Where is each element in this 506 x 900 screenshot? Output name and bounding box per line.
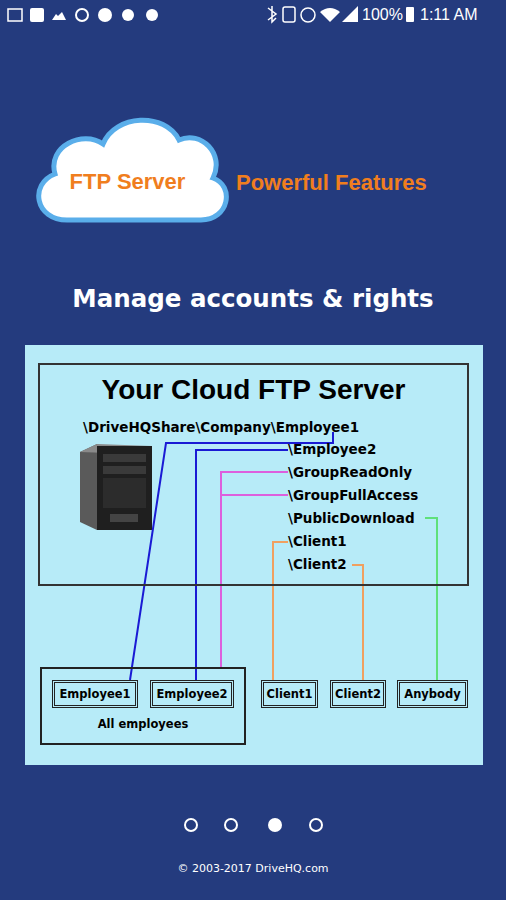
- status-icon: [301, 8, 315, 22]
- access-line: [221, 472, 288, 667]
- node-label: Anybody: [400, 683, 465, 705]
- node-label: Client1: [264, 683, 315, 705]
- page-dot: [268, 818, 282, 832]
- server-front: [97, 446, 152, 530]
- status-icon: [342, 6, 358, 22]
- status-icon: [146, 9, 158, 21]
- folder-path: \PublicDownload: [288, 510, 463, 526]
- battery-level: 100%: [362, 5, 422, 24]
- folder-path: \Client1: [288, 533, 463, 549]
- node-label: Your Cloud FTP Server: [40, 373, 467, 407]
- tagline: Powerful Features: [236, 170, 502, 196]
- server-bay: [103, 454, 146, 462]
- account-box: Employee2: [150, 680, 234, 708]
- account-box: Anybody: [397, 680, 468, 708]
- server-vent: [110, 514, 138, 522]
- copyright-note: © 2003-2017 DriveHQ.com: [0, 862, 506, 875]
- account-box: Client1: [261, 680, 318, 708]
- page-dot: [310, 819, 322, 831]
- clock-time: 1:11 AM: [420, 5, 504, 24]
- folder-path: \GroupFullAccess: [288, 487, 463, 503]
- page-dot: [185, 819, 197, 831]
- status-icon: [52, 12, 66, 20]
- folder-path: \Client2: [288, 556, 463, 572]
- server-bay: [103, 478, 146, 508]
- node-label: Employee2: [153, 683, 231, 705]
- node-label: Client2: [333, 683, 383, 705]
- folder-path: \DriveHQShare\Company\Employee1: [83, 419, 463, 435]
- account-box: Client2: [330, 680, 386, 708]
- status-icon: [8, 9, 22, 21]
- account-box: Employee1: [52, 680, 138, 708]
- access-line: [221, 494, 288, 496]
- access-line: [196, 450, 288, 680]
- status-icon: [76, 9, 88, 21]
- cloud-logo: FTP Server: [25, 108, 230, 230]
- status-icon: [30, 8, 44, 22]
- diagram-panel: [25, 345, 483, 765]
- status-icons: [8, 6, 414, 22]
- page-dots: [185, 818, 322, 832]
- page-dot: [225, 819, 237, 831]
- group-box: All employees Employee1 Employee2: [40, 667, 246, 745]
- folder-path: \Employee2: [288, 441, 463, 457]
- node-label: All employees: [42, 716, 244, 732]
- server-illustration: [80, 444, 152, 530]
- status-icon: [320, 8, 340, 22]
- access-line: [425, 518, 437, 680]
- status-icon: [98, 8, 112, 22]
- access-line: [273, 542, 288, 680]
- server-bay: [103, 466, 146, 474]
- folder-path: \GroupReadOnly: [288, 464, 463, 480]
- status-icon: [283, 7, 295, 22]
- status-icon: [122, 9, 134, 21]
- node-label: Employee1: [55, 683, 135, 705]
- server-side: [80, 444, 97, 530]
- status-icon: [268, 6, 276, 22]
- access-line: [352, 565, 363, 680]
- slide-title: Manage accounts & rights: [0, 283, 506, 315]
- battery-icon: [406, 7, 414, 22]
- node-label: FTP Server: [25, 168, 230, 196]
